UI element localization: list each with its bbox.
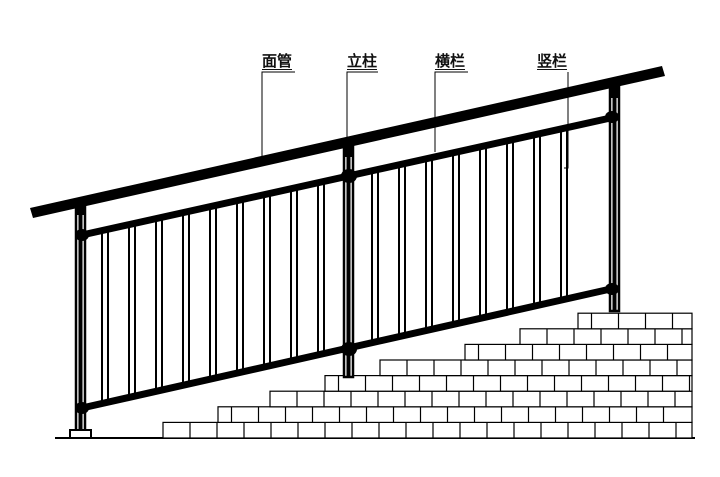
- vertical-bar-14: [479, 145, 487, 319]
- vertical-bar-17: [560, 127, 568, 301]
- brick-row-6: [464, 343, 693, 361]
- brick-row-7: [519, 328, 693, 345]
- leader-vertical-bar: [564, 72, 569, 169]
- vertical-bar-1: [101, 228, 109, 404]
- rail-joints: [75, 111, 619, 414]
- leader-post: [346, 71, 378, 140]
- brick-row-8: [577, 312, 693, 330]
- leader-lines: [261, 71, 569, 169]
- vertical-bars: [101, 127, 568, 404]
- brick-row-1: [162, 421, 693, 439]
- joint-left-lower: [75, 402, 89, 414]
- vertical-bar-15: [506, 139, 514, 313]
- brick-row-5: [379, 359, 693, 377]
- vertical-bar-12: [425, 157, 433, 331]
- joint-middle-upper: [341, 169, 357, 183]
- vertical-bar-7: [263, 193, 271, 368]
- vertical-bar-16: [533, 133, 541, 307]
- brick-stairs: [162, 312, 693, 439]
- label-post: 立柱: [347, 52, 378, 70]
- brick-row-3: [269, 390, 693, 408]
- vertical-bar-11: [398, 163, 406, 337]
- vertical-bar-3: [155, 216, 163, 392]
- leader-horizontal-rail: [434, 71, 468, 152]
- label-horizontal-rail: 横栏: [435, 52, 466, 70]
- joint-left-upper: [75, 229, 89, 241]
- vertical-bar-8: [290, 187, 298, 362]
- joint-right-upper: [605, 111, 619, 123]
- top-rail: [30, 66, 665, 218]
- label-top-rail: 面管: [262, 52, 293, 70]
- vertical-bar-2: [128, 222, 136, 398]
- post-left-base: [69, 429, 92, 439]
- vertical-bar-10: [371, 169, 379, 344]
- vertical-bar-9: [317, 181, 325, 356]
- leader-top-rail: [261, 71, 295, 157]
- vertical-bar-13: [452, 151, 460, 325]
- vertical-bar-4: [182, 210, 190, 386]
- brick-row-2: [217, 406, 693, 423]
- joint-middle-lower: [341, 342, 357, 356]
- brick-row-4: [324, 375, 693, 392]
- joint-right-lower: [605, 283, 619, 295]
- vertical-bar-6: [236, 199, 244, 374]
- vertical-bar-5: [209, 204, 217, 380]
- label-vertical-bar: 竖栏: [537, 52, 568, 70]
